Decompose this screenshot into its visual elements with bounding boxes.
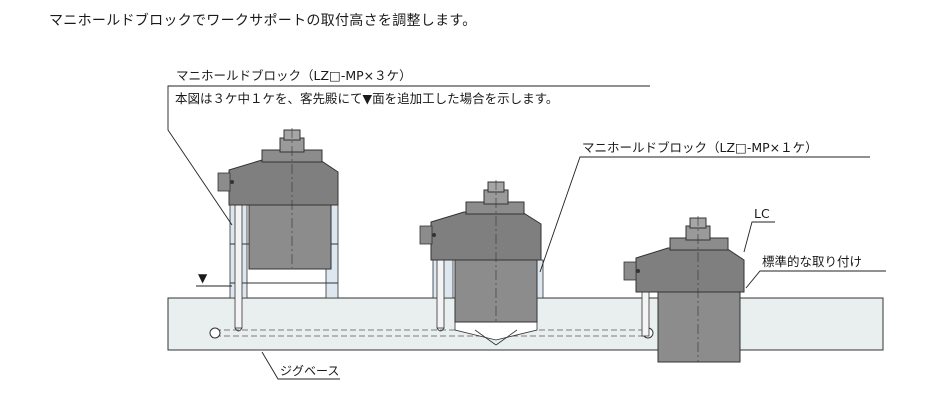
label-lc: LC	[754, 206, 770, 221]
work-support-unit-1	[217, 128, 339, 332]
label-standard-mount: 標準的な取り付け	[762, 254, 862, 269]
work-support-unit-3	[623, 216, 745, 363]
jig-base	[167, 297, 884, 351]
label-manifold-x1: マニホールドブロック（LZ□-MP×１ケ）	[582, 140, 818, 155]
work-support-unit-2	[419, 180, 544, 332]
machined-face-marker: ▼	[198, 271, 208, 285]
page-caption: マニホールドブロックでワークサポートの取付高さを調整します。	[49, 13, 477, 29]
leader-lines	[167, 85, 886, 380]
label-manifold-x3: マニホールドブロック（LZ□-MP×３ケ）	[176, 68, 412, 83]
label-note-x3: 本図は３ケ中１ケを、客先殿にて▼面を追加工した場合を示します。	[175, 91, 558, 106]
label-jig-base: ジグベース	[280, 364, 339, 378]
